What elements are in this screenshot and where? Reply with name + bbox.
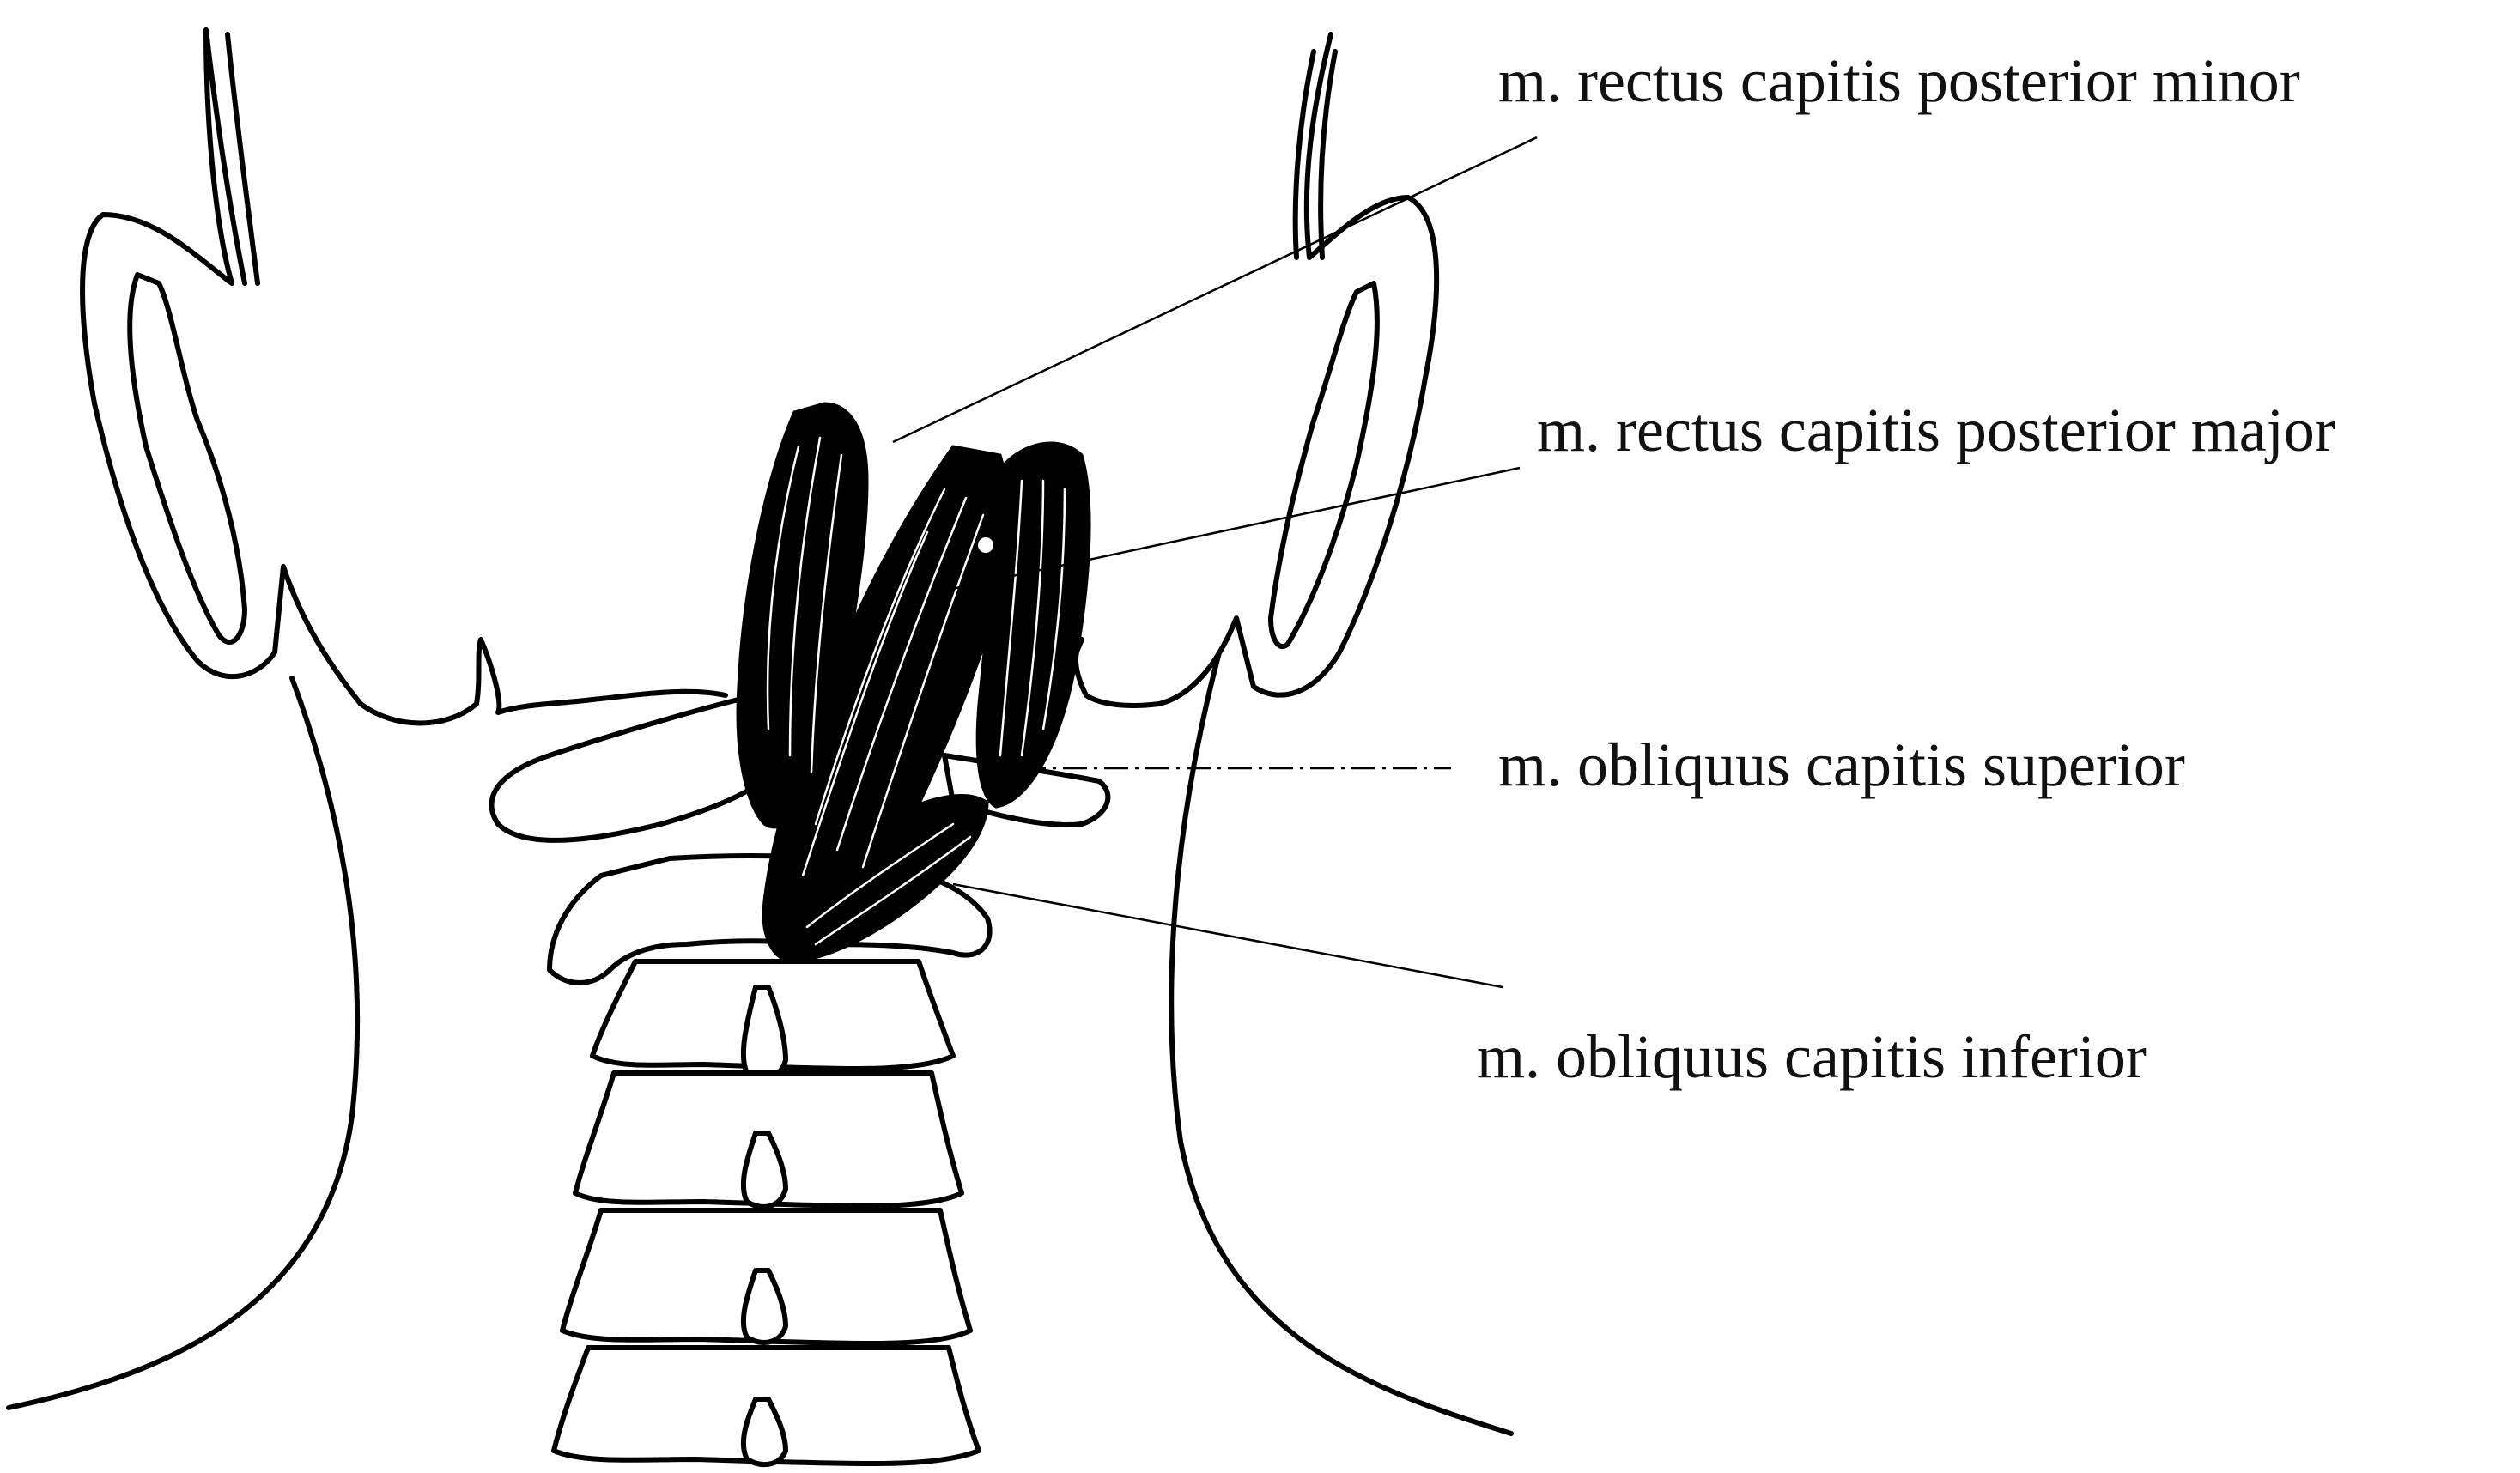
label-rectus-capitis-posterior-major: m. rectus capitis posterior major xyxy=(1537,396,2335,464)
label-obliquus-capitis-inferior: m. obliquus capitis inferior xyxy=(1477,1022,2147,1091)
muscle-highlight xyxy=(978,537,993,553)
label-rectus-capitis-posterior-minor: m. rectus capitis posterior minor xyxy=(1498,46,2300,115)
suboccipital-muscles xyxy=(738,403,1090,961)
label-obliquus-capitis-superior: m. obliquus capitis superior xyxy=(1498,730,2185,799)
labels: m. rectus capitis posterior minor m. rec… xyxy=(1477,46,2335,1091)
left-ear-outer xyxy=(82,30,726,724)
cervical-spine xyxy=(554,961,979,1464)
leader-obliquus-inferior xyxy=(953,884,1503,987)
neck-right-contour xyxy=(1171,652,1511,1434)
neck-left-contour xyxy=(9,678,357,1408)
left-ear xyxy=(82,30,726,724)
atlas-left-process xyxy=(492,700,774,840)
